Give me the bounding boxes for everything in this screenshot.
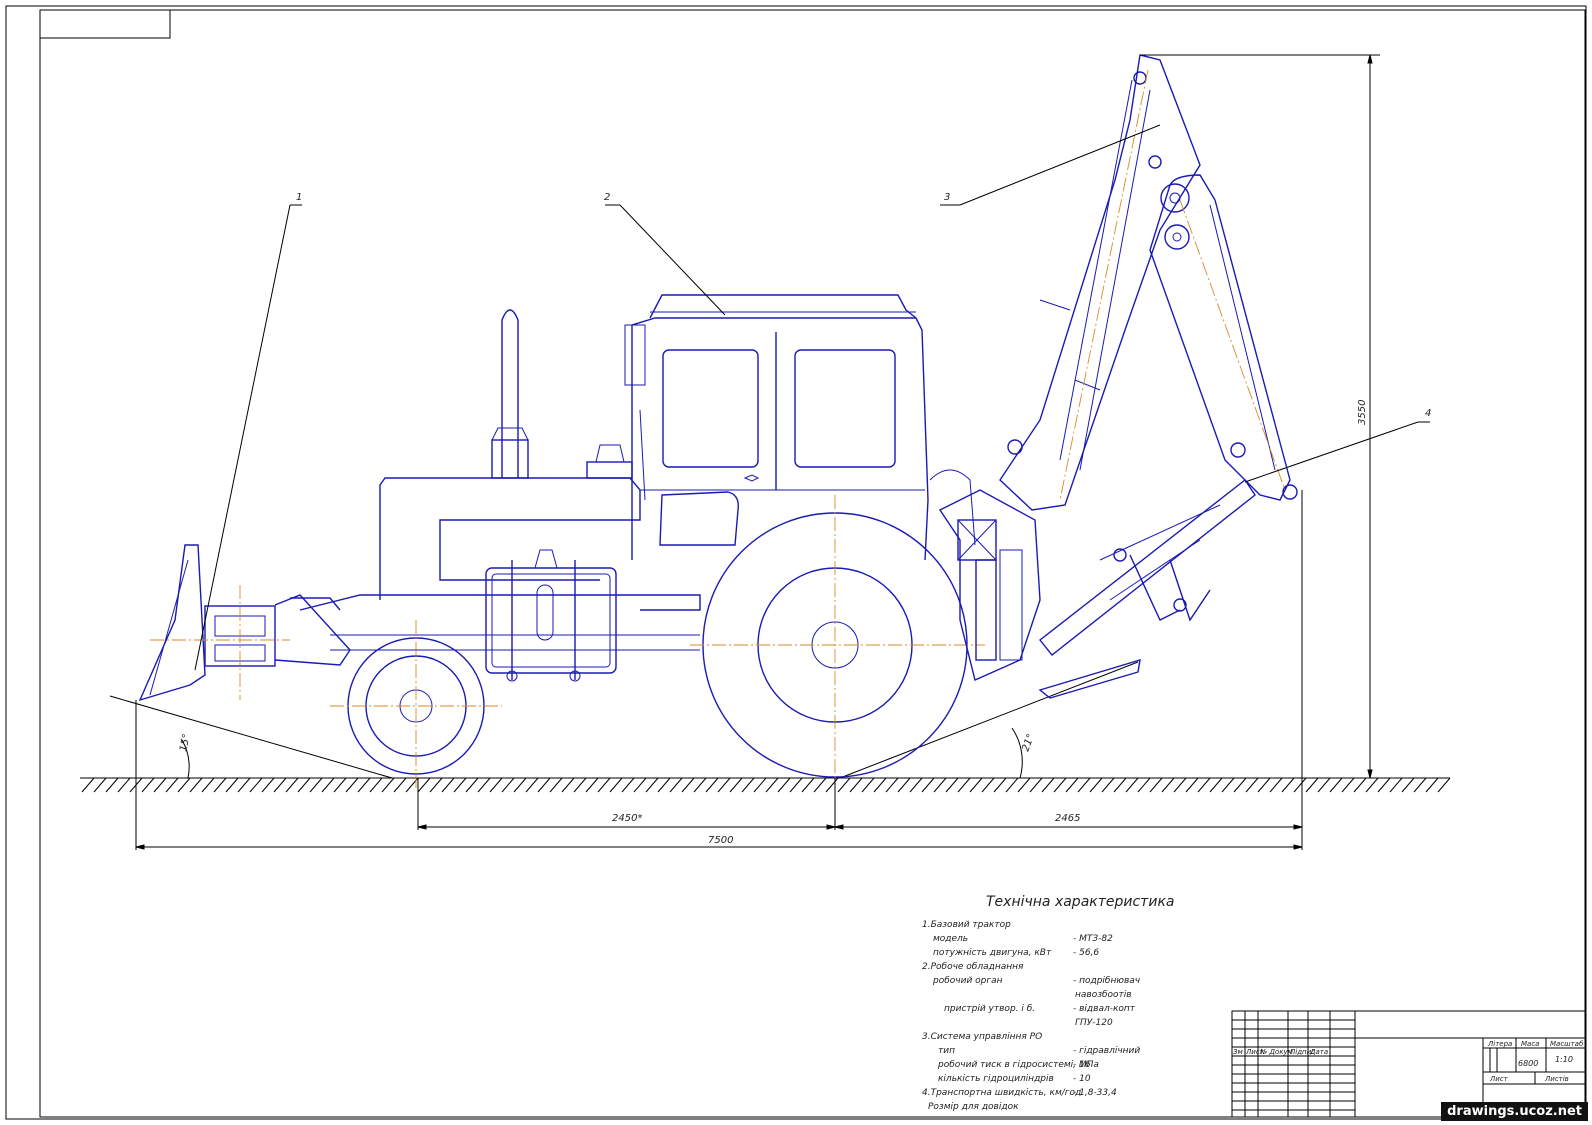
- title-block: [1231, 1010, 1586, 1118]
- spec-value: - 56,6: [1073, 948, 1099, 958]
- approach-lines: [109, 661, 1139, 779]
- dimension-lines: [135, 54, 1380, 850]
- spec-label: модель: [933, 934, 968, 944]
- spec-label: тип: [938, 1046, 955, 1056]
- spec-value: - відвал-копт: [1073, 1004, 1136, 1014]
- tb-col-label: Зм: [1233, 1048, 1243, 1056]
- tb-sheet-label: Лист: [1489, 1075, 1509, 1083]
- callout-3: 3: [944, 192, 950, 203]
- tb-scale-value: 1:10: [1555, 1055, 1573, 1064]
- watermark-badge: drawings.ucoz.net: [1441, 1102, 1588, 1121]
- tb-mass-value: 6800: [1518, 1059, 1538, 1068]
- front-wheel: [330, 620, 502, 790]
- tractor-body: [299, 309, 1041, 682]
- tb-lit-label: Літера: [1487, 1040, 1512, 1048]
- tb-sheets-label: Листів: [1544, 1075, 1569, 1083]
- spec-value: - 16: [1073, 1060, 1091, 1070]
- callout-1: 1: [296, 192, 302, 203]
- ground-line: [80, 777, 1451, 793]
- spec-label: пристрій утвор. і б.: [944, 1004, 1035, 1014]
- backhoe-boom: [999, 54, 1201, 511]
- tb-col-label: Підпис: [1290, 1048, 1315, 1056]
- callout-4: 4: [1425, 408, 1431, 419]
- dim-rear-overhang: 2465: [1055, 813, 1080, 824]
- spec-title: Технічна характеристика: [986, 894, 1174, 910]
- backhoe-stick: [1149, 174, 1298, 501]
- tb-col-label: Дата: [1309, 1048, 1328, 1056]
- tb-col-label: Лист: [1245, 1048, 1265, 1056]
- tb-mass-label: Маса: [1521, 1040, 1539, 1048]
- spec-label: Розмір для довідок: [928, 1102, 1019, 1112]
- spec-value: - 1,8-33,4: [1073, 1088, 1117, 1098]
- spec-label: потужність двигуна, кВт: [933, 948, 1052, 958]
- spec-value: навозбоотів: [1075, 990, 1132, 1000]
- spec-value: - 10: [1073, 1074, 1091, 1084]
- boom-axis: [1059, 69, 1149, 501]
- stick-axis: [1179, 199, 1286, 491]
- spec-label: кількість гідроциліндрів: [938, 1074, 1054, 1084]
- cab: [624, 294, 929, 561]
- dim-total-length: 7500: [708, 835, 733, 846]
- rear-wheel: [690, 495, 985, 795]
- spec-label: 4.Транспортна швидкість, км/год: [922, 1088, 1081, 1098]
- spec-label: 3.Система управління РО: [922, 1032, 1042, 1042]
- spec-value: ГПУ-120: [1075, 1018, 1113, 1028]
- spec-label: 1.Базовий трактор: [922, 920, 1011, 930]
- front-blade: [138, 544, 351, 702]
- spec-label: робочий орган: [932, 976, 1003, 986]
- spec-value: - гідравлічний: [1073, 1046, 1140, 1056]
- spec-value: - МТЗ-82: [1073, 934, 1113, 944]
- drawing-frame: [39, 9, 1586, 1118]
- sheet-border: [5, 5, 1587, 1120]
- callout-2: 2: [604, 192, 610, 203]
- tb-scale-label: Масштаб: [1550, 1040, 1584, 1048]
- callout-leaders: [194, 124, 1430, 671]
- tb-col-label: № Докум: [1259, 1048, 1294, 1056]
- dim-height: 3550: [1357, 400, 1368, 425]
- spec-label: 2.Робоче обладнання: [922, 962, 1024, 972]
- spec-rows: 1.Базовий трактор модель - МТЗ-82 потужн…: [922, 920, 1140, 1112]
- dim-wheelbase: 2450*: [612, 813, 642, 824]
- backhoe-cylinders: [1038, 478, 1256, 699]
- spec-label: робочий тиск в гідросистемі, МПа: [937, 1060, 1099, 1070]
- dim-rear-angle: 21°: [1020, 733, 1036, 753]
- dim-front-angle: 15°: [178, 733, 192, 753]
- spec-value: - подрібнювач: [1073, 976, 1140, 986]
- corner-stamp: [39, 9, 171, 39]
